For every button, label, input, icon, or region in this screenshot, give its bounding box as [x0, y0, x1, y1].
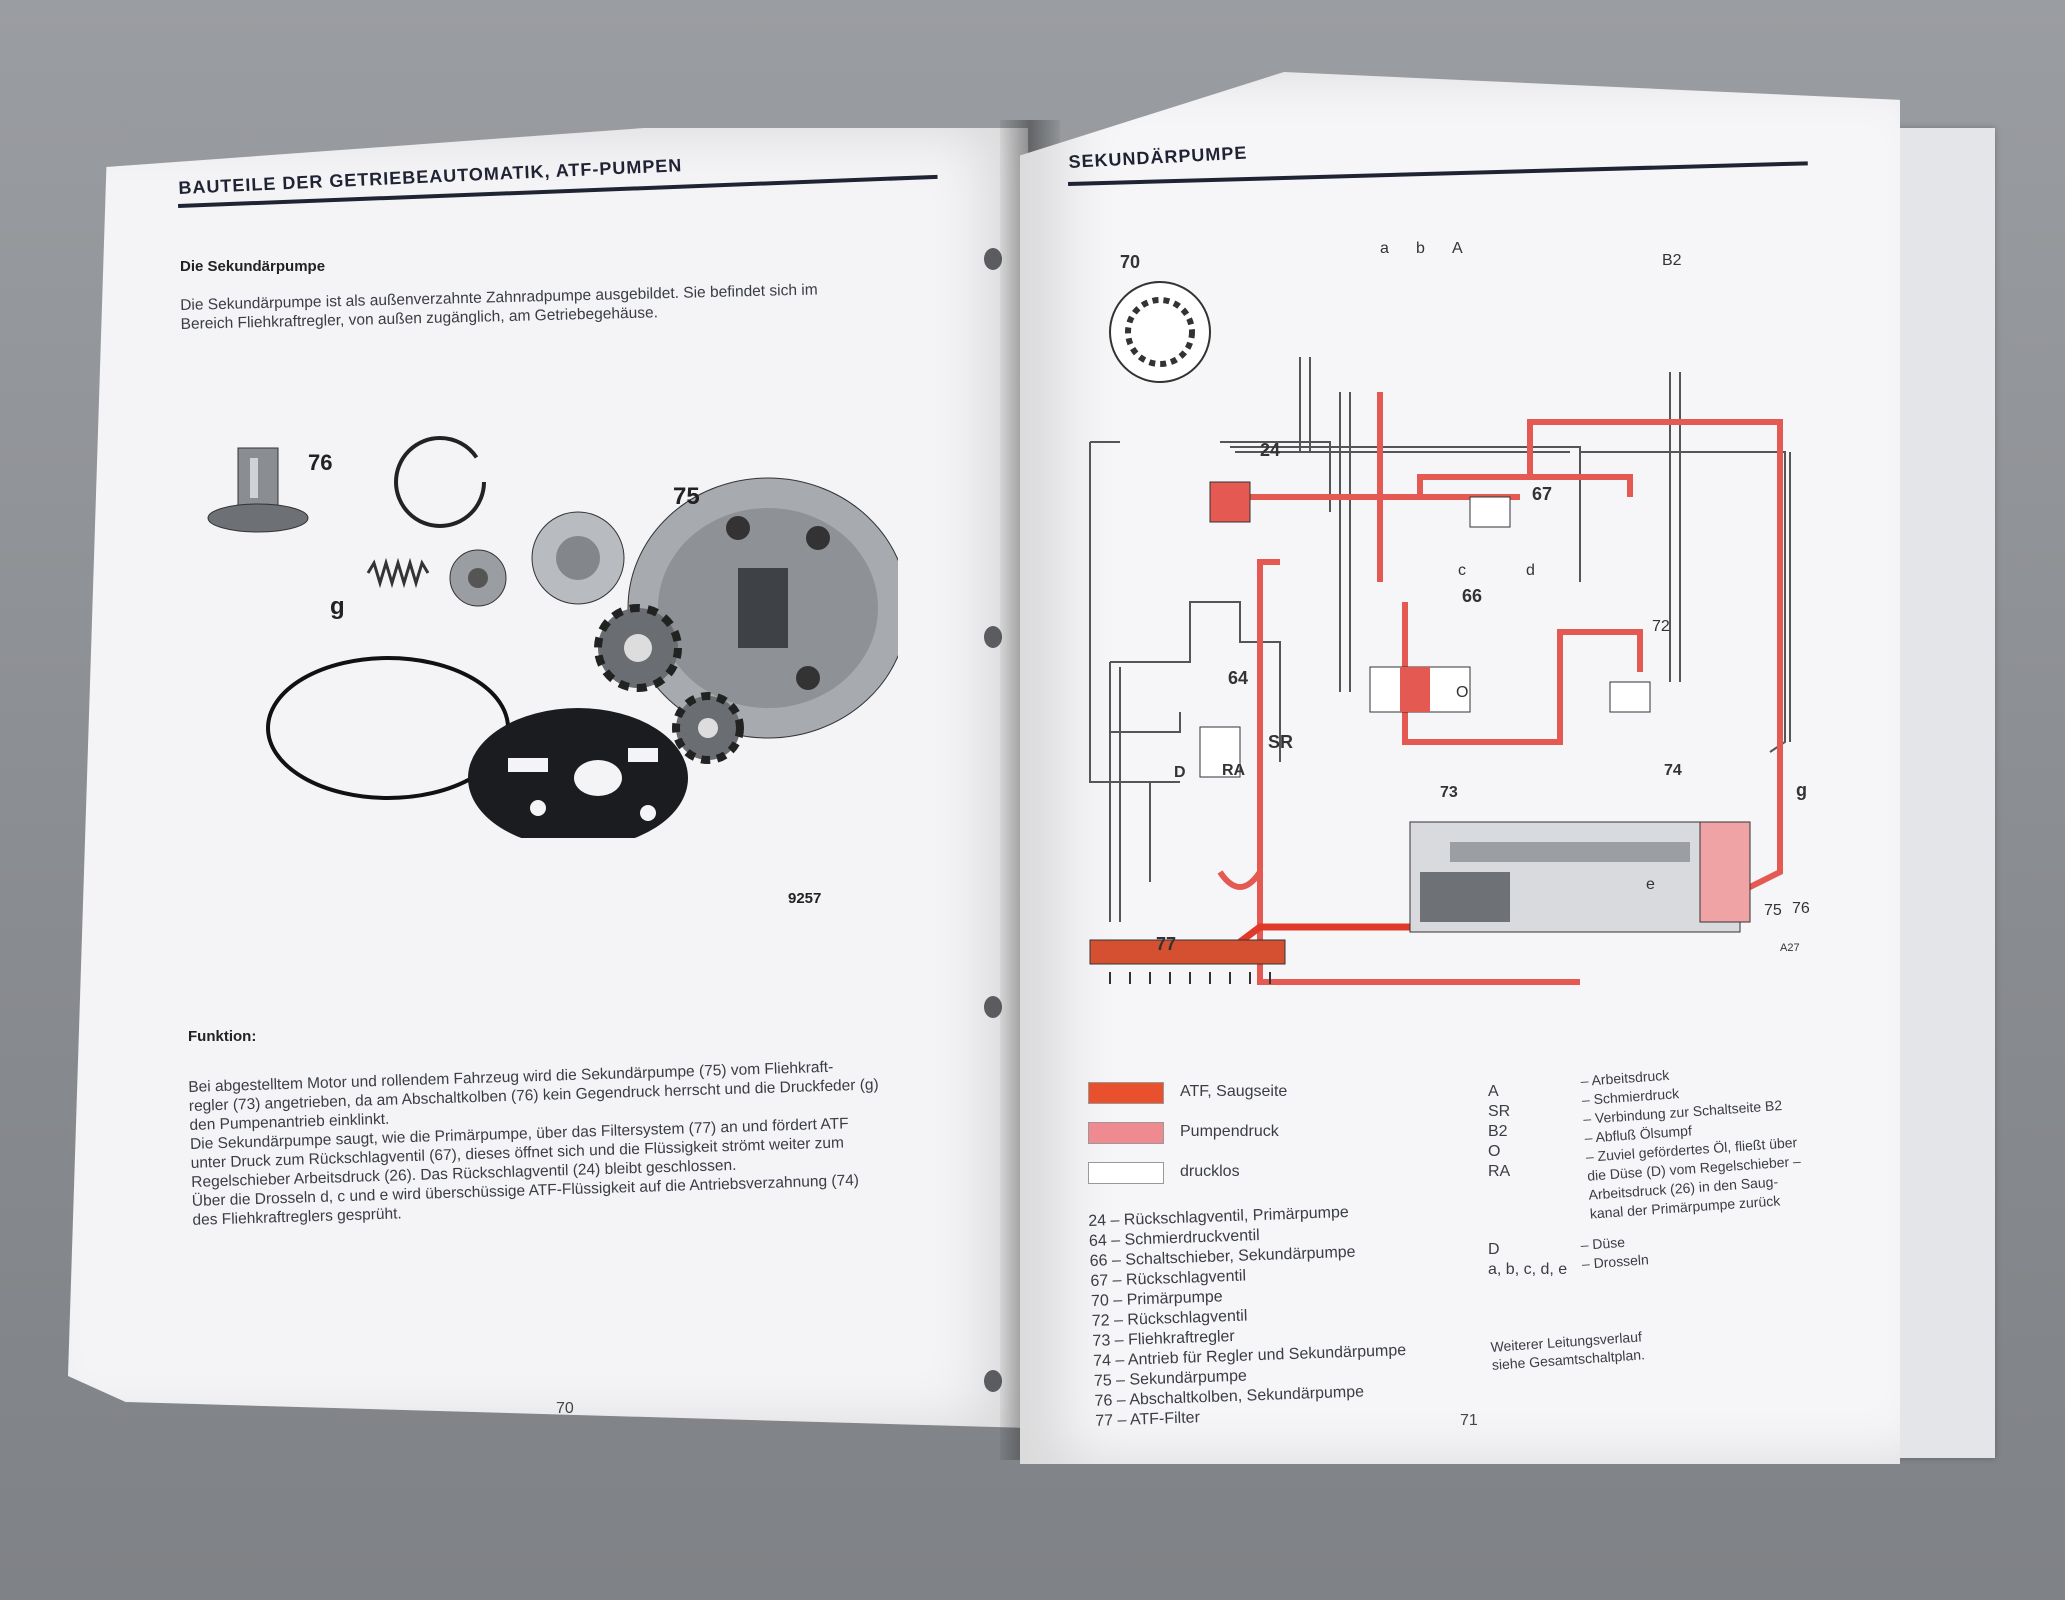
diag-66: 66	[1462, 586, 1483, 606]
part-gear-large	[594, 604, 682, 692]
diag-D: D	[1174, 764, 1186, 781]
diag-74: 74	[1664, 762, 1682, 779]
part-gasket	[468, 708, 688, 838]
diag-64: 64	[1228, 668, 1249, 688]
label-g: g	[330, 593, 345, 620]
valve-72	[1609, 681, 1651, 713]
valve-24	[1209, 481, 1251, 523]
binding-hole	[984, 996, 1002, 1018]
abbrev-key: RA	[1488, 1163, 1511, 1180]
diag-a: a	[1380, 240, 1389, 257]
intro-text: Die Sekundärpumpe ist als außenverzahnte…	[180, 280, 818, 334]
legend-swatch-drucklos	[1088, 1162, 1164, 1184]
diag-SR: SR	[1268, 732, 1294, 752]
valve-67	[1469, 496, 1511, 528]
abbrev2-value: – Drosseln	[1581, 1251, 1650, 1272]
diag-72: 72	[1652, 618, 1670, 635]
diag-fig: A27	[1780, 942, 1800, 954]
nozzle-D	[1217, 870, 1263, 890]
filter-77	[1089, 939, 1286, 965]
governor-73-74-section	[1409, 821, 1751, 933]
abbrev-key: SR	[1488, 1103, 1511, 1120]
diag-73: 73	[1440, 784, 1458, 801]
diag-75: 75	[1764, 902, 1782, 919]
part-valve-disc	[449, 511, 625, 607]
diag-O: O	[1456, 684, 1469, 701]
abbrev2-values: – Düse– Drosseln	[1580, 1231, 1649, 1274]
valve-66-red	[1400, 667, 1430, 712]
subtitle: Die Sekundärpumpe	[180, 258, 326, 275]
page-number-right: 71	[1460, 1412, 1478, 1429]
diag-76: 76	[1792, 900, 1810, 917]
diag-77: 77	[1156, 934, 1177, 954]
page-number-left: 70	[556, 1400, 574, 1417]
diag-c: c	[1458, 562, 1466, 579]
left-page-content: BAUTEILE DER GETRIEBEAUTOMATIK, ATF-PUMP…	[68, 128, 1028, 1428]
diag-e: e	[1646, 876, 1655, 893]
diag-70: 70	[1120, 252, 1141, 272]
valve-64	[1199, 726, 1241, 778]
diag-A: A	[1452, 240, 1463, 257]
right-page-content: SEKUNDÄRPUMPE	[1020, 72, 1900, 1464]
pump-70-symbol	[1109, 281, 1211, 383]
funktion-title: Funktion:	[188, 1028, 257, 1045]
legend-label-drucklos: drucklos	[1180, 1163, 1240, 1180]
abbrev-values: – Arbeitsdruck– Schmierdruck– Verbindung…	[1580, 1057, 1804, 1224]
right-header: SEKUNDÄRPUMPE	[1068, 142, 1248, 172]
binding-hole	[984, 626, 1002, 648]
left-header: BAUTEILE DER GETRIEBEAUTOMATIK, ATF-PUMP…	[178, 155, 683, 198]
legend-label-pumpendruck: Pumpendruck	[1180, 1123, 1279, 1140]
diag-67: 67	[1532, 484, 1553, 504]
legend-swatch-pumpendruck	[1088, 1122, 1164, 1144]
diag-d: d	[1526, 562, 1535, 579]
parts-photo	[207, 436, 898, 838]
abbrev2-key: a, b, c, d, e	[1488, 1261, 1568, 1278]
label-76: 76	[308, 450, 333, 475]
abbrev-key: A	[1488, 1083, 1499, 1100]
part-spring-g	[366, 557, 430, 589]
diag-b: b	[1416, 240, 1425, 257]
legend-swatch-saugseite	[1088, 1082, 1164, 1104]
abbrev-key: O	[1488, 1143, 1501, 1160]
legend-label-saugseite: ATF, Saugseite	[1180, 1083, 1288, 1100]
abbrev-key: B2	[1488, 1123, 1508, 1140]
part-gear-small	[672, 692, 744, 764]
binding-hole	[984, 248, 1002, 270]
diag-g: g	[1796, 780, 1807, 800]
part-76-piston	[207, 447, 309, 533]
part-75-pump-housing	[627, 477, 898, 739]
part-circlip	[394, 436, 486, 528]
diag-RA: RA	[1222, 762, 1246, 779]
note-text: Weiterer Leitungsverlauf siehe Gesamtsch…	[1490, 1327, 1645, 1374]
label-75: 75	[673, 483, 700, 510]
diag-B2: B2	[1662, 252, 1682, 269]
filter-77-arrows	[1109, 972, 1271, 984]
abbrev2-key: D	[1488, 1241, 1500, 1258]
diag-24: 24	[1260, 440, 1281, 460]
funktion-text: Bei abgestelltem Motor und rollendem Fah…	[188, 1054, 952, 1230]
photo-fig-number: 9257	[788, 890, 822, 907]
binding-hole	[984, 1370, 1002, 1392]
hydraulic-diagram	[1089, 281, 1791, 985]
